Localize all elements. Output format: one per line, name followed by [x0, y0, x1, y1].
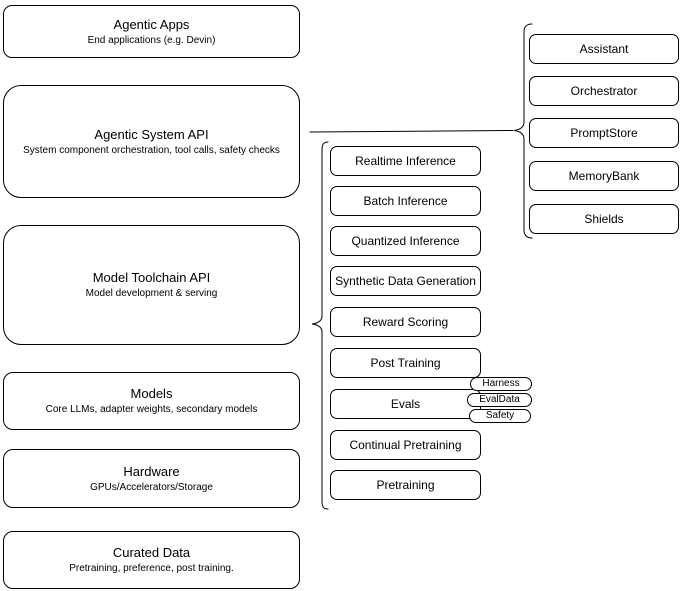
node-title: Hardware — [123, 463, 180, 479]
pill-evaldata: EvalData — [467, 393, 532, 407]
node-subtitle: System component orchestration, tool cal… — [23, 144, 280, 156]
node-post-training: Post Training — [330, 348, 481, 378]
pill-safety: Safety — [469, 409, 531, 423]
pill-harness: Harness — [470, 377, 532, 391]
node-realtime-inference: Realtime Inference — [330, 146, 481, 176]
node-evals: Evals — [330, 389, 481, 419]
node-subtitle: Model development & serving — [85, 288, 218, 299]
node-model-toolchain-api: Model Toolchain API Model development & … — [3, 225, 300, 345]
node-reward-scoring: Reward Scoring — [330, 307, 481, 337]
node-subtitle: GPUs/Accelerators/Storage — [90, 481, 213, 493]
node-orchestrator: Orchestrator — [529, 76, 679, 106]
node-quantized-inference: Quantized Inference — [330, 226, 481, 256]
node-subtitle: Core LLMs, adapter weights, secondary mo… — [45, 404, 258, 415]
node-title: Model Toolchain API — [92, 270, 211, 285]
node-assistant: Assistant — [529, 34, 679, 64]
node-agentic-apps: Agentic Apps End applications (e.g. Devi… — [3, 5, 300, 58]
node-title: Agentic System API — [94, 126, 209, 142]
node-pretraining: Pretraining — [330, 470, 481, 500]
node-shields: Shields — [529, 204, 679, 234]
node-title: Models — [130, 386, 173, 401]
system-api-to-components-connector — [309, 130, 514, 133]
node-promptstore: PromptStore — [529, 118, 679, 148]
toolchain-group-brace — [311, 141, 329, 510]
node-models: Models Core LLMs, adapter weights, secon… — [3, 372, 300, 430]
node-title: Curated Data — [112, 545, 191, 560]
node-continual-pretraining: Continual Pretraining — [330, 430, 481, 460]
node-synthetic-data-generation: Synthetic Data Generation — [330, 266, 481, 296]
node-curated-data: Curated Data Pretraining, preference, po… — [3, 531, 300, 589]
node-hardware: Hardware GPUs/Accelerators/Storage — [3, 449, 300, 508]
node-memorybank: MemoryBank — [529, 161, 679, 191]
node-agentic-system-api: Agentic System API System component orch… — [3, 85, 300, 198]
node-subtitle: Pretraining, preference, post training. — [69, 563, 234, 574]
node-subtitle: End applications (e.g. Devin) — [87, 34, 216, 46]
node-batch-inference: Batch Inference — [330, 186, 481, 216]
node-title: Agentic Apps — [113, 16, 190, 32]
